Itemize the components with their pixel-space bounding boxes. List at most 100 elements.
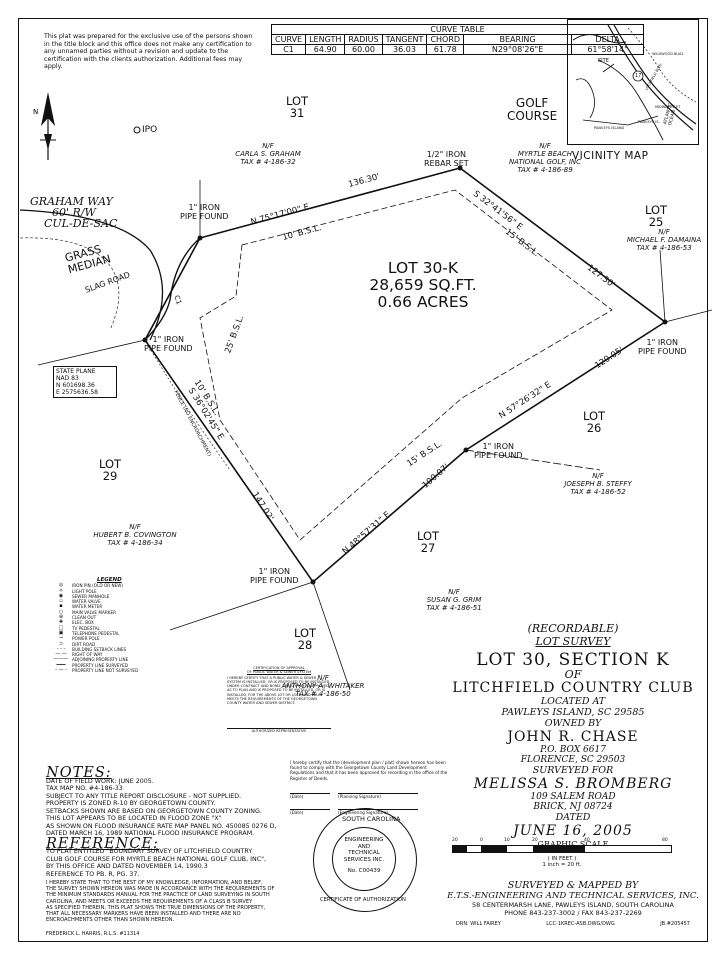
legend-item: ⊕CLEAN OUT [53,614,168,621]
curve-table-cell: 60.00 [344,44,383,55]
owner-tax: TAX # 4-186-51 [426,604,482,612]
legend-item: ▪WATER METER [53,604,168,610]
course-line: COURSE [507,109,558,123]
curve-table-cell: 61°58'14" [571,44,645,55]
owner-name: MYRTLE BEACH NATIONAL GOLF, INC [508,150,582,166]
legend-item: ✚ELEC. BOX [53,620,168,626]
seal-state-text: SOUTH CAROLINA [342,815,401,823]
seal-firm-text: ENGINEERING AND TECHNICAL SERVICES INC. [343,837,385,863]
legend-symbol-icon: - — - [55,667,67,674]
owner-tax: TAX # 4-186-34 [107,539,163,547]
reference-title: REFERENCE: [46,835,159,852]
iron-rebar-label: 1/2" IRON REBAR SET [424,150,469,168]
date-line: (Date) [290,809,330,815]
certification-heading: CERTIFICATION OF APPROVAL OF PUBLIC WATE… [246,666,312,675]
owner-name: CARLA S. GRAHAM [235,150,301,158]
legend-item: ———ADJOINING PROPERTY LINE [53,657,168,663]
curve-table-cell: 36.03 [381,44,428,55]
property-boundary [144,167,667,584]
legend-text: TV PEDESTAL [72,625,100,631]
curve-table-cell: 64.90 [305,44,346,55]
legend-text: BUILDING SETBACK LINES [72,646,127,652]
legend-text: ELEC. BOX [72,620,94,626]
lot-title: LOT 30, SECTION K [476,650,670,670]
legend-item: ☼ LIGHT POLE [53,587,168,594]
authorized-representative-line: AUTHORIZED REPRESENTATIVE [227,727,331,733]
owner-name: HUBERT B. COVINGTON [93,531,177,539]
owner-tax: TAX # 4-186-32 [240,158,296,166]
certification-body: I HEREBY CERTIFY THAT A PUBLIC WATER & S… [227,675,331,706]
owner-nf: N/F [262,142,274,150]
legend-text: WATER VALVE [72,599,101,605]
legend-text: SEWER MANHOLE [72,593,110,599]
dated-label: DATED [555,812,591,823]
scale-tick: 40 [584,838,590,843]
adjoining-property-line [37,339,146,366]
legend-text: ADJOINING PROPERTY LINE [72,657,129,663]
owner-tax: TAX # 4-186-50 [295,690,351,698]
legend-item: ◉ SEWER MANHOLE [53,592,168,599]
disclaimer-text: This plat was prepared for the exclusive… [44,33,253,71]
note-line: TAX MAP NO. #4-186-33 [46,785,123,792]
notes-list: DATE OF FIELD WORK: JUNE 2005.TAX MAP NO… [46,778,282,838]
note-line: AS SHOWN ON FLOOD INSURANCE RATE MAP PAN… [46,822,277,830]
golf-course-label: GOLF COURSE [507,97,557,123]
legend-text: DIRT ROAD [72,641,96,647]
drawing-border [18,18,708,942]
iron-pipe-label: 1" IRON PIPE FOUND [474,442,523,460]
note-line: THIS LOT APPEARS TO BE LOCATED IN FLOOD … [46,815,222,822]
legend-symbol-icon: ◉ [58,592,64,599]
legend-symbol-icon: - - - [56,645,66,652]
adjoining-property-line [664,309,713,323]
vicinity-road-label: PAWLEYS IS. [638,120,660,124]
approval-signature-block: I hereby certify that the (development p… [290,760,450,815]
iron-pin-icon [457,165,463,171]
firm-phone: PHONE 843-237-3002 / FAX 843-237-2269 [504,909,642,917]
vicinity-inlet-label: MIDWAY INLET [655,105,681,109]
legend-title: LEGEND [97,577,122,583]
legend-symbol-icon: ☼ [58,587,64,594]
vicinity-map-label: VICINITY MAP [572,150,649,162]
owner-nf: N/F [317,674,329,682]
vicinity-map: SITE 17 WILDWOOD BLVD. LITCHFIELD BLVD. … [567,19,699,145]
owner-nf: N/F [129,523,141,531]
water-sewer-certification: CERTIFICATION OF APPROVAL OF PUBLIC WATE… [227,666,331,733]
located-label: LOCATED AT [540,696,606,707]
owner-city: FLORENCE, SC 29503 [520,755,626,765]
owner-nf: N/F [539,142,551,150]
lot-word: LOT [294,626,317,640]
certification-line: CAROLINA, AND MEETS OR EXCEEDS THE REQUI… [46,898,253,905]
iron-pin-icon [197,235,203,241]
survey-type: LOT SURVEY [535,635,611,648]
lot-square-feet: 28,659 SQ.FT. [369,276,477,294]
iron-pin-icon [310,579,316,585]
date-line: (Date) [290,792,330,799]
firm-name: E.T.S.-ENGINEERING AND TECHNICAL SERVICE… [447,891,699,901]
lot-acres: 0.66 ACRES [377,293,469,311]
legend-item: ▫WATER VALVE [53,598,168,605]
legend-symbol-icon: ⊕ [58,614,64,621]
notes-block: NOTES: DATE OF FIELD WORK: JUNE 2005.TAX… [46,766,282,939]
note-line: DATED MARCH 16, 1989 NATIONAL FLOOD INSU… [46,830,255,837]
town-line: PAWLEYS ISLAND, SC 29585 [501,707,645,718]
svg-text:N: N [33,108,38,116]
lot-area-block: LOT 30-K 28,659 SQ.FT. 0.66 ACRES [338,260,508,311]
reference-list: TO PLAT ENTITLED "BOUNDARY SURVEY OF LIT… [46,848,282,878]
road-centerline [19,237,120,331]
north-arrow-icon: N [33,92,56,160]
legend-text: POWER POLE [72,636,100,642]
owner-tax: TAX # 4-186-89 [517,166,573,174]
drawn-by: DRN. WILL FAIREY [456,921,501,927]
iron-pipe-label: 1" IRON PIPE FOUND [638,338,687,356]
adjoining-property-line [659,249,666,323]
reference-line: TO PLAT ENTITLED "BOUNDARY SURVEY OF LIT… [46,848,253,855]
legend-text: LIGHT POLE [72,588,97,594]
owner-name: ANTHONY A. WHITAKER [281,682,365,690]
legend-symbol-icon: ▣ [58,629,64,636]
